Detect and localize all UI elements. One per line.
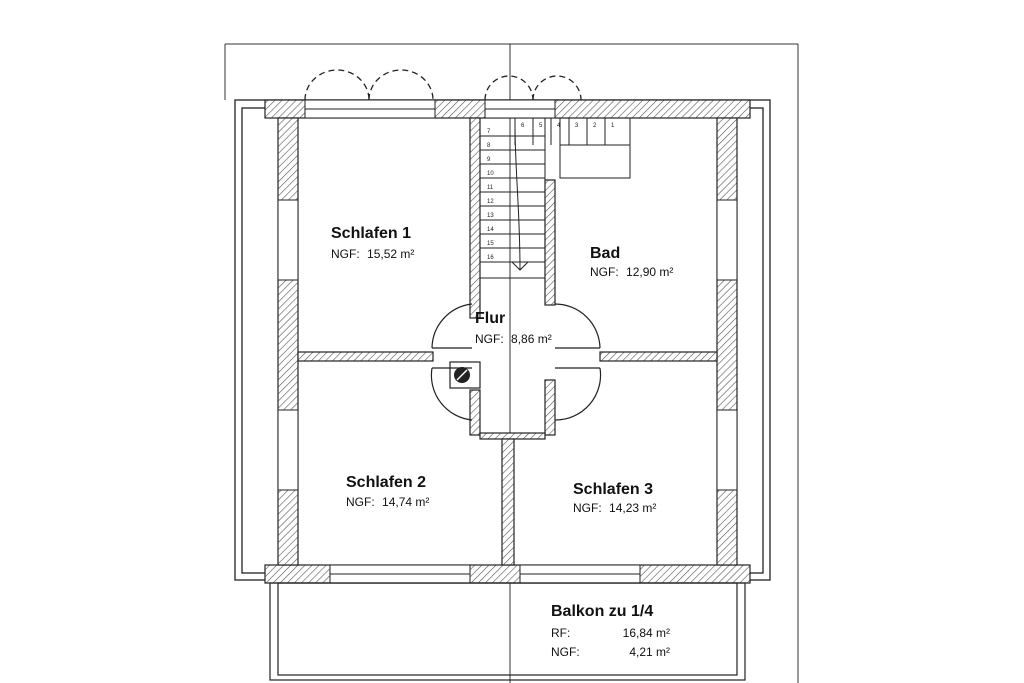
room-area-flur: NGF: 8,86 m² <box>475 332 552 346</box>
interior-walls <box>297 117 718 566</box>
staircase <box>479 117 631 279</box>
balkon-ngf-label: NGF: <box>551 645 580 659</box>
stair-step-number: 12 <box>487 199 494 205</box>
stair-step-number: 10 <box>487 171 494 177</box>
stair-top-step-number: 3 <box>575 123 579 129</box>
balkon-rf-label: RF: <box>551 626 570 640</box>
room-area-schlafen-2: NGF: 14,74 m² <box>346 495 429 509</box>
stair-step-number: 9 <box>487 157 491 163</box>
balkon-ngf-value: 4,21 m² <box>629 645 670 659</box>
room-name-bad: Bad <box>590 245 620 262</box>
balcony <box>269 582 746 681</box>
stair-top-step-number: 6 <box>521 123 525 129</box>
room-name-schlafen-2: Schlafen 2 <box>346 474 426 491</box>
stair-step-number: 7 <box>487 129 491 135</box>
room-name-balkon: Balkon zu 1/4 <box>551 603 653 620</box>
room-name-schlafen-1: Schlafen 1 <box>331 225 411 242</box>
door-swings <box>430 303 602 421</box>
window-swing-arcs <box>304 69 582 101</box>
stair-top-step-number: 2 <box>593 123 597 129</box>
stair-top-step-number: 5 <box>539 123 543 129</box>
stair-step-number: 11 <box>487 185 494 191</box>
stair-step-number: 13 <box>487 213 494 219</box>
windows <box>277 99 738 584</box>
room-name-schlafen-3: Schlafen 3 <box>573 481 653 498</box>
stair-step-number: 14 <box>487 227 494 233</box>
room-name-flur: Flur <box>475 310 505 327</box>
stair-top-step-number: 4 <box>557 123 561 129</box>
stair-top-step-number: 1 <box>611 123 615 129</box>
stair-step-number: 8 <box>487 143 491 149</box>
room-area-bad: NGF: 12,90 m² <box>590 265 673 279</box>
stair-step-number: 15 <box>487 241 494 247</box>
room-area-schlafen-3: NGF: 14,23 m² <box>573 501 656 515</box>
chimney-shaft-icon <box>454 367 470 383</box>
stair-step-number: 16 <box>487 255 494 261</box>
room-area-schlafen-1: NGF: 15,52 m² <box>331 247 414 261</box>
stair-step-numbers: 7 8 9 10 11 12 13 14 15 16 6 5 4 3 2 1 <box>487 123 615 261</box>
reference-lines <box>224 43 799 683</box>
balkon-rf-value: 16,84 m² <box>623 626 670 640</box>
